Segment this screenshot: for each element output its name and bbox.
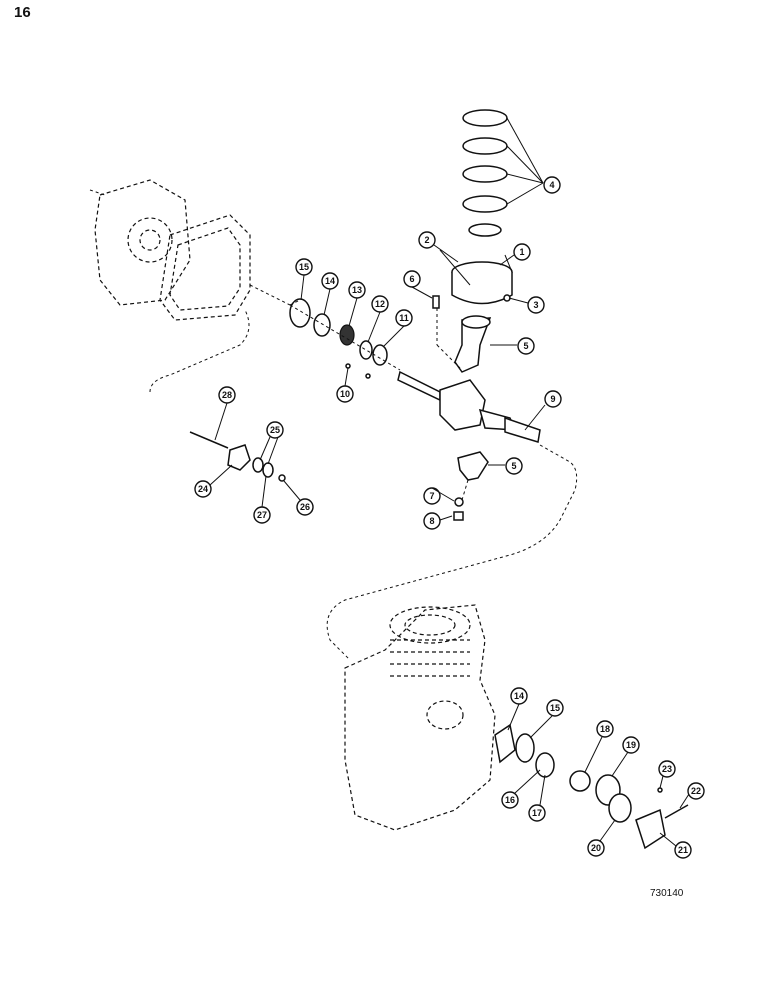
callout-7: 7 [423, 487, 441, 505]
callout-5-upper: 5 [517, 337, 535, 355]
callout-label: 6 [409, 274, 414, 284]
callout-8: 8 [423, 512, 441, 530]
callout-label: 28 [222, 390, 232, 400]
callout-label: 7 [429, 491, 434, 501]
callout-10: 10 [336, 385, 354, 403]
callout-26: 26 [296, 498, 314, 516]
bearing-stack-lower [494, 723, 689, 850]
figure-code: 730140 [650, 888, 684, 899]
callout-3: 3 [527, 296, 545, 314]
callout-9: 9 [544, 390, 562, 408]
callout-label: 5 [511, 461, 516, 471]
callout-label: 27 [257, 510, 267, 520]
callout-label: 20 [591, 843, 601, 853]
callout-16: 16 [501, 791, 519, 809]
callout-label: 1 [519, 247, 524, 257]
callout-label: 2 [424, 235, 429, 245]
callout-label: 15 [550, 703, 560, 713]
callout-label: 11 [399, 313, 409, 323]
callout-2: 2 [418, 231, 436, 249]
callout-22: 22 [687, 782, 705, 800]
crankcase [344, 604, 496, 831]
callout-24: 24 [194, 480, 212, 498]
callout-label: 4 [549, 180, 554, 190]
callout-label: 14 [325, 276, 335, 286]
piston [439, 249, 513, 305]
callout-label: 15 [299, 262, 309, 272]
callout-21: 21 [674, 841, 692, 859]
callout-28: 28 [218, 386, 236, 404]
callout-6: 6 [403, 270, 421, 288]
callout-label: 5 [523, 341, 528, 351]
callout-label: 16 [505, 795, 515, 805]
callout-label: 24 [198, 484, 208, 494]
callout-1: 1 [513, 243, 531, 261]
callout-label: 13 [352, 285, 362, 295]
callout-label: 18 [600, 724, 610, 734]
rod-cap [453, 451, 505, 521]
callout-17: 17 [528, 804, 546, 822]
callout-label: 10 [340, 389, 350, 399]
callout-5-lower: 5 [505, 457, 523, 475]
callout-14-upper: 14 [321, 272, 339, 290]
callout-13: 13 [348, 281, 366, 299]
callout-label: 21 [678, 845, 688, 855]
callout-20: 20 [587, 839, 605, 857]
connecting-rod [432, 295, 517, 373]
callout-18: 18 [596, 720, 614, 738]
callout-label: 17 [532, 808, 542, 818]
callout-label: 19 [626, 740, 636, 750]
callout-label: 26 [300, 502, 310, 512]
callout-label: 23 [662, 764, 672, 774]
callout-11: 11 [395, 309, 413, 327]
camshaft-gear-group [149, 309, 286, 482]
callout-label: 22 [691, 786, 701, 796]
callout-23: 23 [658, 760, 676, 778]
crankshaft [397, 370, 546, 443]
flywheel-housing [89, 179, 191, 306]
callout-14-lower: 14 [510, 687, 528, 705]
callout-27: 27 [253, 506, 271, 524]
gasket [159, 214, 291, 321]
callout-25: 25 [266, 421, 284, 439]
callout-15-upper: 15 [295, 258, 313, 276]
callout-label: 14 [514, 691, 524, 701]
piston-rings [462, 109, 544, 237]
page-number: 16 [14, 4, 31, 21]
callout-label: 8 [429, 516, 434, 526]
callout-19: 19 [622, 736, 640, 754]
callout-15-lower: 15 [546, 699, 564, 717]
bearing-stack-upper [289, 298, 401, 379]
callout-label: 12 [375, 299, 385, 309]
callout-label: 3 [533, 300, 538, 310]
callout-12: 12 [371, 295, 389, 313]
callout-label: 25 [270, 425, 280, 435]
callout-label: 9 [550, 394, 555, 404]
callout-4: 4 [543, 176, 561, 194]
